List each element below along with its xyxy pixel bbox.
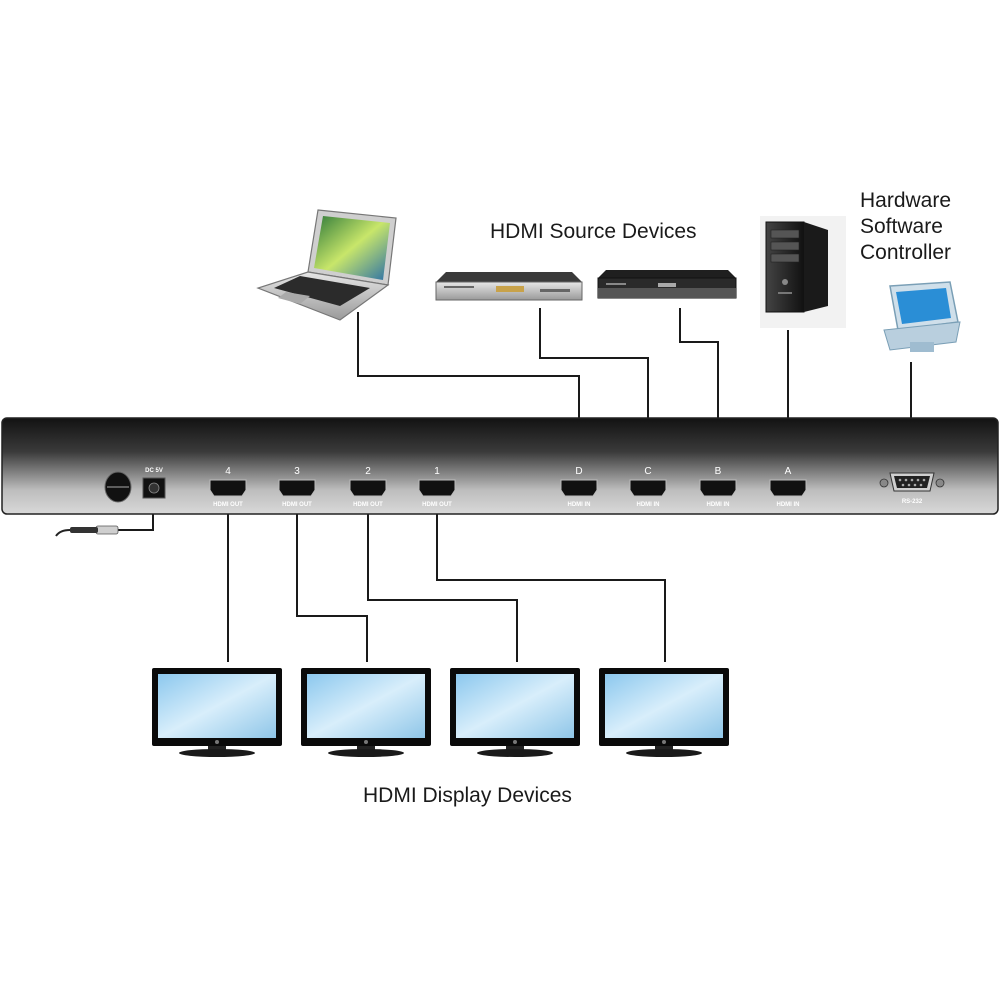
controller-label-line: Hardware — [860, 189, 952, 212]
hdmi-output-port-3[interactable]: 3 HDMI OUT — [278, 466, 316, 508]
desktop-tower-icon — [760, 216, 846, 328]
input-label: HDMI IN — [637, 502, 660, 508]
power-switch-icon[interactable] — [104, 471, 132, 503]
set-top-box-icon — [597, 270, 737, 299]
display-monitor-icon — [152, 668, 282, 757]
input-ports: D HDMI IN C HDMI IN B HDMI IN A HDMI IN — [560, 466, 807, 508]
cable-output-1-to-display-4 — [436, 510, 666, 662]
output-number: 1 — [434, 466, 440, 477]
output-number: 2 — [365, 466, 371, 477]
output-label: HDMI OUT — [282, 502, 312, 508]
power-cable-icon — [55, 525, 119, 537]
output-ports: 4 HDMI OUT 3 HDMI OUT 2 HDMI OUT 1 HDMI … — [209, 466, 456, 508]
controller-label-line: Software — [860, 215, 943, 238]
laptop-icon — [256, 209, 397, 321]
hdmi-input-port-d[interactable]: D HDMI IN — [560, 466, 598, 508]
input-letter: A — [785, 466, 792, 477]
output-label: HDMI OUT — [422, 502, 452, 508]
display-monitor-icon — [599, 668, 729, 757]
controller-label: Hardware Software Controller — [860, 188, 951, 266]
hdmi-input-port-a[interactable]: A HDMI IN — [769, 466, 807, 508]
input-letter: D — [575, 466, 582, 477]
cable-stb-to-input-b — [679, 308, 719, 460]
cable-output-2-to-display-3 — [367, 510, 518, 662]
hdmi-output-port-1[interactable]: 1 HDMI OUT — [418, 466, 456, 508]
display-monitor-icon — [301, 668, 431, 757]
input-label: HDMI IN — [707, 502, 730, 508]
output-label: HDMI OUT — [213, 502, 243, 508]
input-label: HDMI IN — [568, 502, 591, 508]
hdmi-output-port-4[interactable]: 4 HDMI OUT — [209, 466, 247, 508]
displays-label: HDMI Display Devices — [363, 784, 572, 807]
cable-output-3-to-display-2 — [296, 510, 368, 662]
rs232-serial-port[interactable]: RS-232 — [879, 472, 945, 505]
display-monitor-icon — [450, 668, 580, 757]
matrix-switch-panel: DC 5V 4 HDMI OUT 3 HDMI OUT 2 HDMI OUT 1 — [1, 417, 999, 515]
cable-dvd-to-input-c — [539, 308, 649, 460]
controller-label-line: Controller — [860, 241, 952, 264]
hdmi-input-port-b[interactable]: B HDMI IN — [699, 466, 737, 508]
input-label: HDMI IN — [777, 502, 800, 508]
display-devices — [152, 668, 729, 757]
power-label: DC 5V — [145, 468, 163, 474]
output-number: 4 — [225, 466, 231, 477]
sources-label: HDMI Source Devices — [490, 220, 697, 243]
hdmi-input-port-c[interactable]: C HDMI IN — [629, 466, 667, 508]
controller-monitor-icon — [883, 281, 961, 352]
dc-power-jack-icon[interactable] — [142, 477, 166, 499]
input-letter: C — [644, 466, 651, 477]
input-letter: B — [715, 466, 722, 477]
output-number: 3 — [294, 466, 300, 477]
output-label: HDMI OUT — [353, 502, 383, 508]
rs232-label: RS-232 — [902, 499, 923, 505]
hdmi-output-port-2[interactable]: 2 HDMI OUT — [349, 466, 387, 508]
dvd-player-icon — [435, 272, 583, 301]
